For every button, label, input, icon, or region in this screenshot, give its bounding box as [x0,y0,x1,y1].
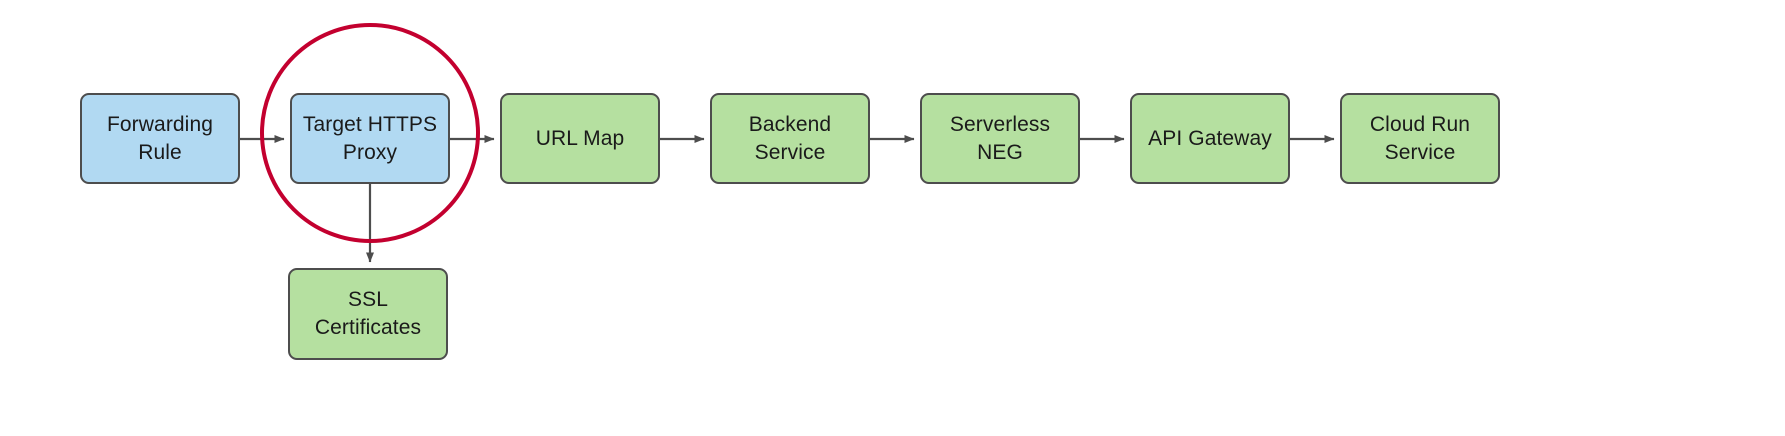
node-ssl-certificates[interactable]: SSL Certificates [288,268,448,360]
node-label: Serverless NEG [949,112,1051,164]
node-api-gateway[interactable]: API Gateway [1130,93,1290,184]
node-forwarding-rule[interactable]: Forwarding Rule [80,93,240,184]
node-label: API Gateway [1148,126,1272,150]
node-label: SSL Certificates [314,288,422,339]
node-target-https-proxy[interactable]: Target HTTPS Proxy [290,93,450,184]
node-url-map[interactable]: URL Map [500,93,660,184]
node-label: Forwarding Rule [106,112,214,164]
node-label: Backend Service [748,112,832,164]
node-label: Target HTTPS Proxy [302,112,438,164]
node-label: Cloud Run Service [1369,112,1471,164]
highlight-ring-annotation [260,23,480,243]
node-label: URL Map [535,126,625,150]
node-cloud-run-service[interactable]: Cloud Run Service [1340,93,1500,184]
node-backend-service[interactable]: Backend Service [710,93,870,184]
node-serverless-neg[interactable]: Serverless NEG [920,93,1080,184]
